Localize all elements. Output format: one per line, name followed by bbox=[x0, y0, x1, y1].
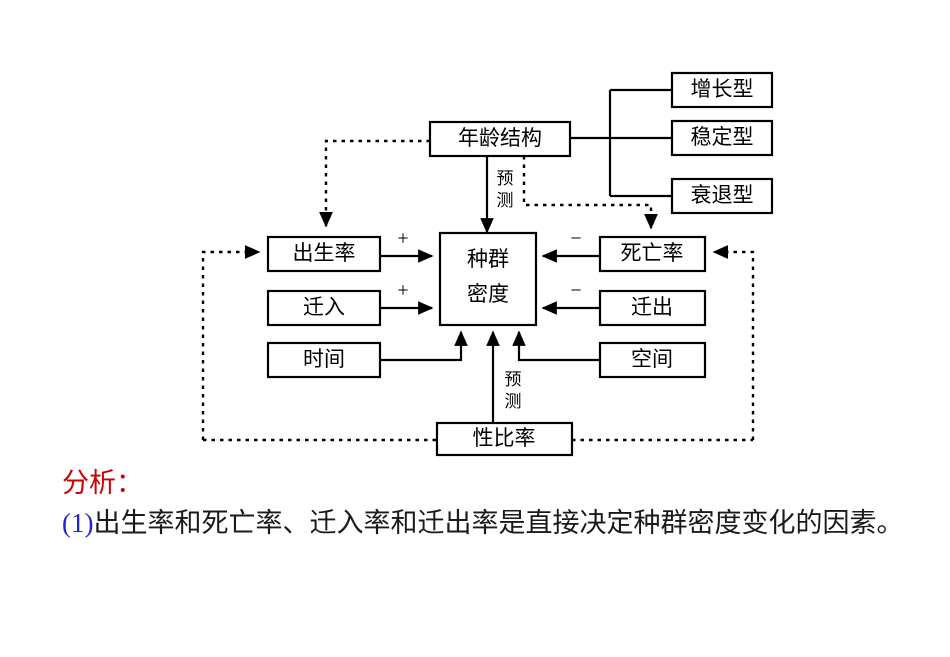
node-label-population-density-line1: 种群 bbox=[467, 247, 509, 271]
analysis-block: 分析： (1)出生率和死亡率、迁入率和迁出率是直接决定种群密度变化的因素。 bbox=[62, 466, 932, 542]
solid-edge-age-to-density: 预 测 bbox=[480, 156, 514, 234]
node-birth-rate[interactable]: 出生率 bbox=[266, 235, 382, 273]
node-label-immigration: 迁入 bbox=[303, 295, 345, 319]
solid-edge-space-to-density bbox=[512, 330, 600, 362]
analysis-heading: 分析： bbox=[62, 468, 143, 498]
node-declining-type[interactable]: 衰退型 bbox=[670, 177, 774, 215]
node-time[interactable]: 时间 bbox=[266, 341, 382, 379]
node-space[interactable]: 空间 bbox=[598, 341, 707, 379]
node-emigration[interactable]: 迁出 bbox=[598, 289, 707, 327]
node-label-emigration: 迁出 bbox=[631, 295, 673, 319]
population-density-diagram: 预 测 + + − − bbox=[201, 71, 774, 457]
sign-minus-emigration: − bbox=[570, 280, 581, 302]
node-label-sex-ratio: 性比率 bbox=[473, 426, 536, 450]
node-label-death-rate: 死亡率 bbox=[621, 241, 684, 265]
solid-edge-emigration-to-density: − bbox=[541, 280, 600, 315]
solid-edge-sexratio-to-density: 预 测 bbox=[486, 330, 522, 423]
age-structure-bracket bbox=[570, 88, 672, 198]
edge-label-predict-age-2: 测 bbox=[497, 191, 514, 210]
solid-edge-birth-to-density: + bbox=[380, 228, 434, 263]
node-label-age-structure: 年龄结构 bbox=[458, 126, 542, 150]
node-label-time: 时间 bbox=[303, 347, 345, 371]
sign-plus-birth: + bbox=[397, 228, 408, 250]
edge-label-predict-age-1: 预 bbox=[497, 169, 514, 188]
node-immigration[interactable]: 迁入 bbox=[266, 289, 382, 327]
analysis-item: (1)出生率和死亡率、迁入率和迁出率是直接决定种群密度变化的因素。 bbox=[62, 504, 932, 542]
dotted-feedback-loop-left bbox=[201, 245, 261, 440]
dotted-edge-age-to-death bbox=[522, 156, 658, 230]
node-label-birth-rate: 出生率 bbox=[293, 241, 356, 265]
dotted-edge-age-to-birth bbox=[319, 139, 430, 228]
edge-label-predict-sex-2: 测 bbox=[505, 392, 522, 411]
node-label-population-density-line2: 密度 bbox=[467, 282, 509, 306]
sign-plus-immigration: + bbox=[397, 280, 408, 302]
node-stable-type[interactable]: 稳定型 bbox=[670, 119, 774, 157]
solid-edge-death-to-density: − bbox=[541, 228, 600, 263]
node-population-density[interactable]: 种群 密度 bbox=[438, 231, 538, 327]
dotted-feedback-loop-right bbox=[712, 245, 755, 440]
sign-minus-death: − bbox=[570, 228, 581, 250]
solid-edge-immigration-to-density: + bbox=[380, 280, 434, 315]
solid-edge-time-to-density bbox=[380, 330, 468, 362]
node-growth-type[interactable]: 增长型 bbox=[670, 71, 774, 109]
edge-label-predict-sex-1: 预 bbox=[505, 370, 522, 389]
node-label-growth-type: 增长型 bbox=[691, 77, 754, 101]
node-label-space: 空间 bbox=[631, 347, 673, 371]
node-sex-ratio[interactable]: 性比率 bbox=[435, 421, 574, 457]
node-label-stable-type: 稳定型 bbox=[691, 125, 754, 149]
analysis-item-marker: (1) bbox=[62, 507, 94, 538]
analysis-item-text: 出生率和死亡率、迁入率和迁出率是直接决定种群密度变化的因素。 bbox=[93, 507, 904, 538]
node-age-structure[interactable]: 年龄结构 bbox=[428, 120, 572, 158]
node-death-rate[interactable]: 死亡率 bbox=[598, 235, 707, 273]
node-label-declining-type: 衰退型 bbox=[691, 183, 754, 207]
